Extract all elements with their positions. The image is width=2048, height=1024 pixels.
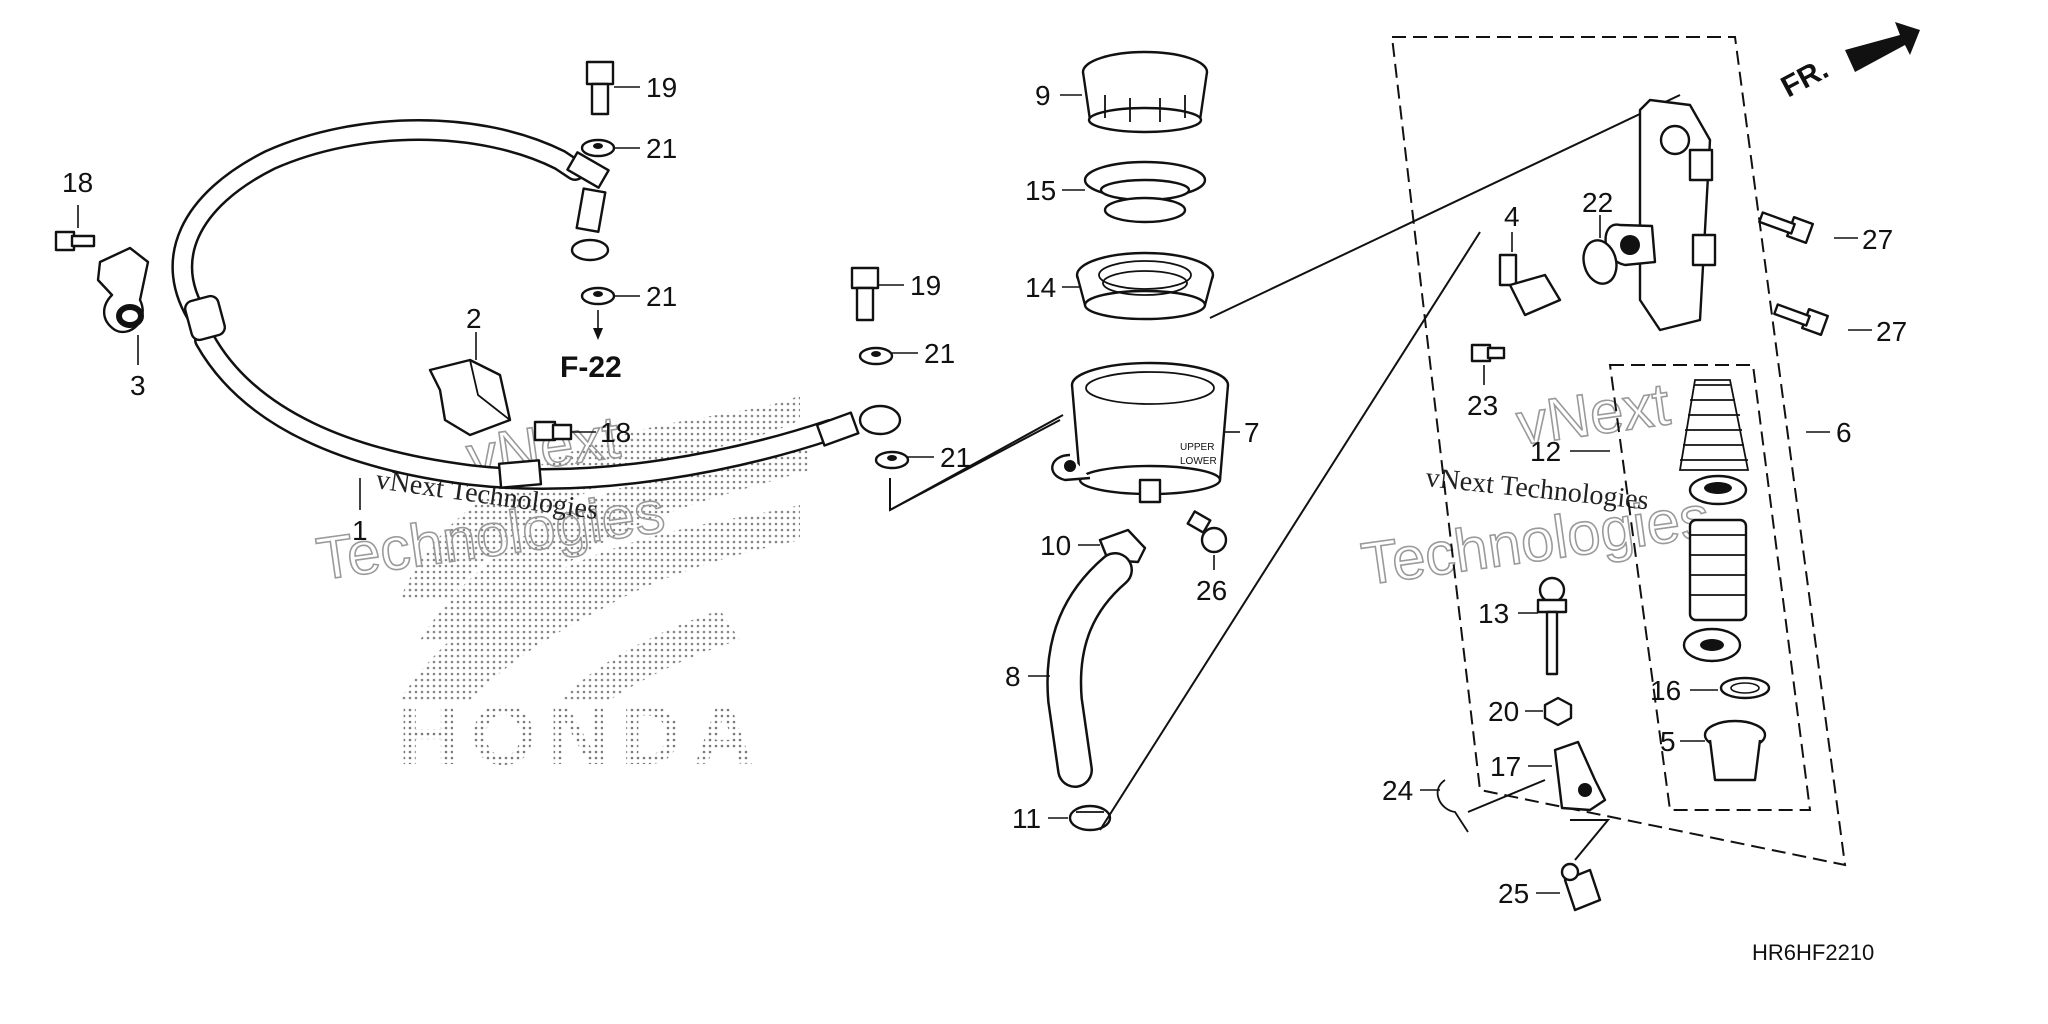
- callout-6: 6: [1836, 417, 1852, 448]
- callout-21: 21: [646, 281, 677, 312]
- washer-21d: [874, 450, 910, 470]
- callout-3: 3: [130, 370, 146, 401]
- callout-4: 4: [1504, 201, 1520, 232]
- callout-27: 27: [1862, 224, 1893, 255]
- assembly-line-reservoir-2: [889, 414, 1064, 511]
- callouts: 19 21 21 18 3 2 18 1 19 21 21 9 15 14 7 …: [62, 72, 1907, 909]
- push-rod-joint: [1553, 740, 1607, 812]
- banjo-bolt-19a: [585, 60, 615, 116]
- callout-17: 17: [1490, 751, 1521, 782]
- svg-text:LOWER: LOWER: [1180, 456, 1217, 467]
- callout-26: 26: [1196, 575, 1227, 606]
- assembly-line-pushrod: [1467, 779, 1611, 861]
- callout-7: 7: [1244, 417, 1260, 448]
- hose-clip-11: [1068, 804, 1112, 832]
- callout-19: 19: [646, 72, 677, 103]
- callout-2: 2: [466, 303, 482, 334]
- snap-ring: [1719, 676, 1771, 700]
- callout-23: 23: [1467, 390, 1498, 421]
- screw-26: [1186, 510, 1228, 554]
- f22-arrow-head: [593, 328, 603, 340]
- callout-11: 11: [1012, 803, 1041, 834]
- reservoir-tank: UPPER LOWER: [1051, 361, 1230, 504]
- front-direction-arrow: FR.: [1776, 22, 1920, 104]
- piston-cup: [1682, 627, 1742, 663]
- spring-seat: [1688, 474, 1748, 506]
- callout-1: 1: [352, 515, 368, 546]
- callout-19: 19: [910, 270, 941, 301]
- washer-21a: [580, 138, 616, 158]
- brake-hose: [171, 119, 902, 490]
- master-cylinder-body: [1604, 98, 1717, 332]
- callout-16: 16: [1650, 675, 1681, 706]
- callout-20: 20: [1488, 696, 1519, 727]
- cotter-pin: [1436, 779, 1469, 833]
- diaphragm: [1075, 251, 1215, 321]
- hose-clamp: [96, 246, 150, 333]
- callout-25: 25: [1498, 878, 1529, 909]
- callout-18: 18: [600, 417, 631, 448]
- svg-text:FR.: FR.: [1776, 52, 1834, 104]
- honda-wing-watermark: [400, 395, 810, 700]
- piston-kit-group-frame: [1608, 364, 1812, 811]
- o-ring: [1582, 239, 1618, 285]
- callout-13: 13: [1478, 598, 1509, 629]
- callout-21: 21: [940, 442, 971, 473]
- banjo-bolt-19b: [850, 266, 880, 322]
- assembly-line-hose-lower: [1099, 231, 1481, 831]
- callout-14: 14: [1025, 272, 1056, 303]
- callout-15: 15: [1025, 175, 1056, 206]
- hose-joint: [1498, 253, 1562, 317]
- callout-8: 8: [1005, 661, 1021, 692]
- washer-21b: [580, 286, 616, 306]
- reservoir-cap: [1081, 50, 1209, 134]
- screw-23: [1470, 343, 1506, 363]
- vnext-watermark-right: vNext Technologies vNext Technologies: [1357, 369, 1715, 598]
- callout-9: 9: [1035, 80, 1051, 111]
- spring: [1678, 379, 1750, 471]
- honda-brand-watermark: HONDA: [398, 688, 766, 782]
- piston: [1688, 518, 1748, 622]
- callout-24: 24: [1382, 775, 1413, 806]
- assembly-line-reservoir: [1209, 94, 1681, 319]
- bolt-27a: [1758, 211, 1815, 245]
- washer-21c: [858, 346, 894, 366]
- callout-5: 5: [1660, 726, 1676, 757]
- bolt-27b: [1773, 303, 1830, 337]
- callout-18: 18: [62, 167, 93, 198]
- ref-f22: F-22: [560, 351, 622, 384]
- diaphragm-plate: [1083, 160, 1207, 224]
- master-cylinder-group-frame: [1390, 36, 1847, 867]
- callout-10: 10: [1040, 530, 1071, 561]
- svg-text:UPPER: UPPER: [1180, 442, 1214, 453]
- joint-pin: [1560, 862, 1602, 912]
- push-rod: [1536, 576, 1568, 676]
- bolt-18b: [533, 420, 573, 442]
- bolt-18a: [54, 230, 96, 252]
- callout-27: 27: [1876, 316, 1907, 347]
- boot: [1703, 719, 1767, 782]
- callout-21: 21: [646, 133, 677, 164]
- callout-12: 12: [1530, 436, 1561, 467]
- reservoir-hose: [1046, 552, 1133, 788]
- diagram-code: HR6HF2210: [1752, 940, 1874, 965]
- callout-22: 22: [1582, 187, 1613, 218]
- hose-bracket: [428, 358, 512, 437]
- callout-21: 21: [924, 338, 955, 369]
- lock-nut: [1543, 696, 1573, 727]
- svg-text:HONDA: HONDA: [398, 688, 766, 782]
